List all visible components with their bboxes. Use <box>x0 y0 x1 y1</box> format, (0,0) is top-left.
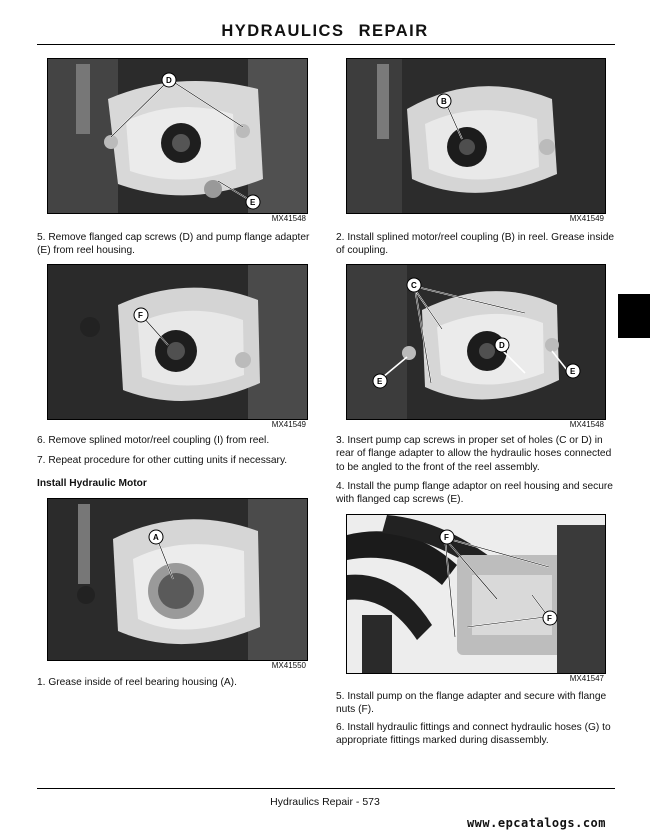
figure-5-photo: A <box>47 498 308 661</box>
step-repeat-procedure: 7. Repeat procedure for other cutting un… <box>37 455 288 466</box>
step-grease-housing: 1. Grease inside of reel bearing housing… <box>37 677 237 688</box>
figure-3-number: MX41549 <box>271 420 306 429</box>
figure-4-number: MX41548 <box>569 420 604 429</box>
callout-f-bottom: F <box>547 614 552 623</box>
step-remove-coupling: 6. Remove splined motor/reel coupling (I… <box>37 435 270 446</box>
figure-1-number: MX41548 <box>271 214 306 223</box>
callout-e-left: E <box>377 377 383 386</box>
step-install-adaptor: 4. Install the pump flange adaptor on re… <box>336 481 613 506</box>
figure-2-number: MX41549 <box>569 214 604 223</box>
figure-1-photo: D E <box>47 58 308 214</box>
step-remove-cap-screws: 5. Remove flanged cap screws (D) and pum… <box>37 232 310 257</box>
figure-4-photo: C D E E <box>346 264 606 420</box>
figure-2-photo: B <box>346 58 606 214</box>
page-title: HYDRAULICS REPAIR <box>221 22 429 40</box>
callout-e: E <box>250 198 256 207</box>
page-footer: Hydraulics Repair - 573 <box>270 796 380 808</box>
figure-6-number: MX41547 <box>569 674 604 683</box>
step-install-fittings: 6. Install hydraulic fittings and connec… <box>336 722 611 747</box>
step-insert-cap-screws: 3. Insert pump cap screws in proper set … <box>336 435 612 473</box>
section-heading: Install Hydraulic Motor <box>37 478 147 489</box>
callout-a: A <box>153 533 159 542</box>
callout-d: D <box>499 341 505 350</box>
callout-f-top: F <box>444 533 449 542</box>
callout-e-right: E <box>570 367 576 376</box>
figure-3-photo: F <box>47 264 308 420</box>
figure-5-number: MX41550 <box>271 661 306 670</box>
callout-f: F <box>138 311 143 320</box>
section-tab-marker <box>618 294 650 338</box>
watermark-link[interactable]: www.epcatalogs.com <box>466 816 606 830</box>
step-install-coupling: 2. Install splined motor/reel coupling (… <box>336 232 615 257</box>
callout-b: B <box>441 97 447 106</box>
step-install-pump: 5. Install pump on the flange adapter an… <box>336 691 607 716</box>
figure-6-photo: F F <box>346 514 606 674</box>
callout-d: D <box>166 76 172 85</box>
footer-rule <box>37 788 615 789</box>
header-rule <box>37 44 615 45</box>
callout-c: C <box>411 281 417 290</box>
